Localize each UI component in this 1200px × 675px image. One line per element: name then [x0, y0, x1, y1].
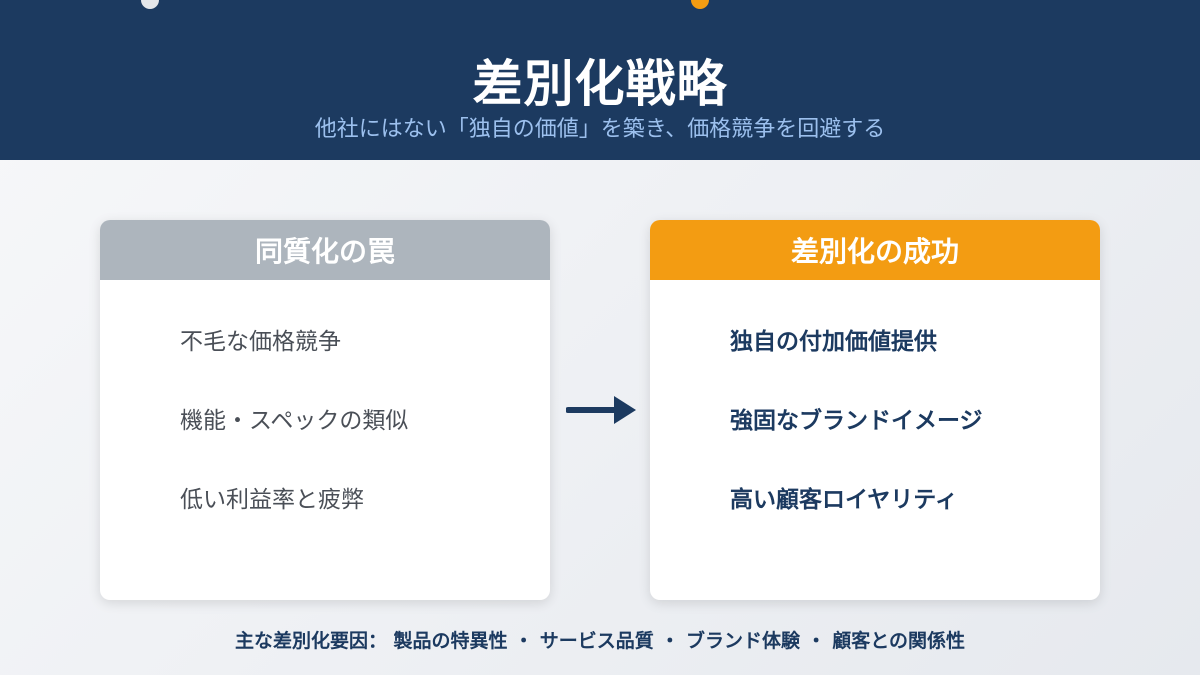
card-title: 差別化の成功: [650, 220, 1100, 280]
card-title: 同質化の罠: [100, 220, 550, 280]
list-item: 低い利益率と疲弊: [180, 487, 364, 513]
list-item: 機能・スペックの類似: [180, 408, 409, 434]
page-title: 差別化戦略: [472, 55, 728, 113]
differentiation-card: 差別化の成功 独自の付加価値提供 強固なブランドイメージ 高い顧客ロイヤリティ: [650, 220, 1100, 600]
commoditization-card: 同質化の罠 不毛な価格競争 機能・スペックの類似 低い利益率と疲弊: [100, 220, 550, 600]
arrow-right-icon: [566, 396, 636, 424]
list-item: 強固なブランドイメージ: [730, 408, 983, 434]
decorative-dot: [691, 0, 709, 9]
list-item: 高い顧客ロイヤリティ: [730, 487, 958, 513]
list-item: 不毛な価格競争: [180, 329, 341, 355]
header: 差別化戦略 他社にはない「独自の価値」を築き、価格競争を回避する: [0, 0, 1200, 160]
page-subtitle: 他社にはない「独自の価値」を築き、価格競争を回避する: [314, 117, 886, 142]
decorative-dot: [141, 0, 159, 9]
list-item: 独自の付加価値提供: [730, 329, 937, 355]
footer-factors: 主な差別化要因： 製品の特異性 ・ サービス品質 ・ ブランド体験 ・ 顧客との…: [234, 630, 966, 652]
